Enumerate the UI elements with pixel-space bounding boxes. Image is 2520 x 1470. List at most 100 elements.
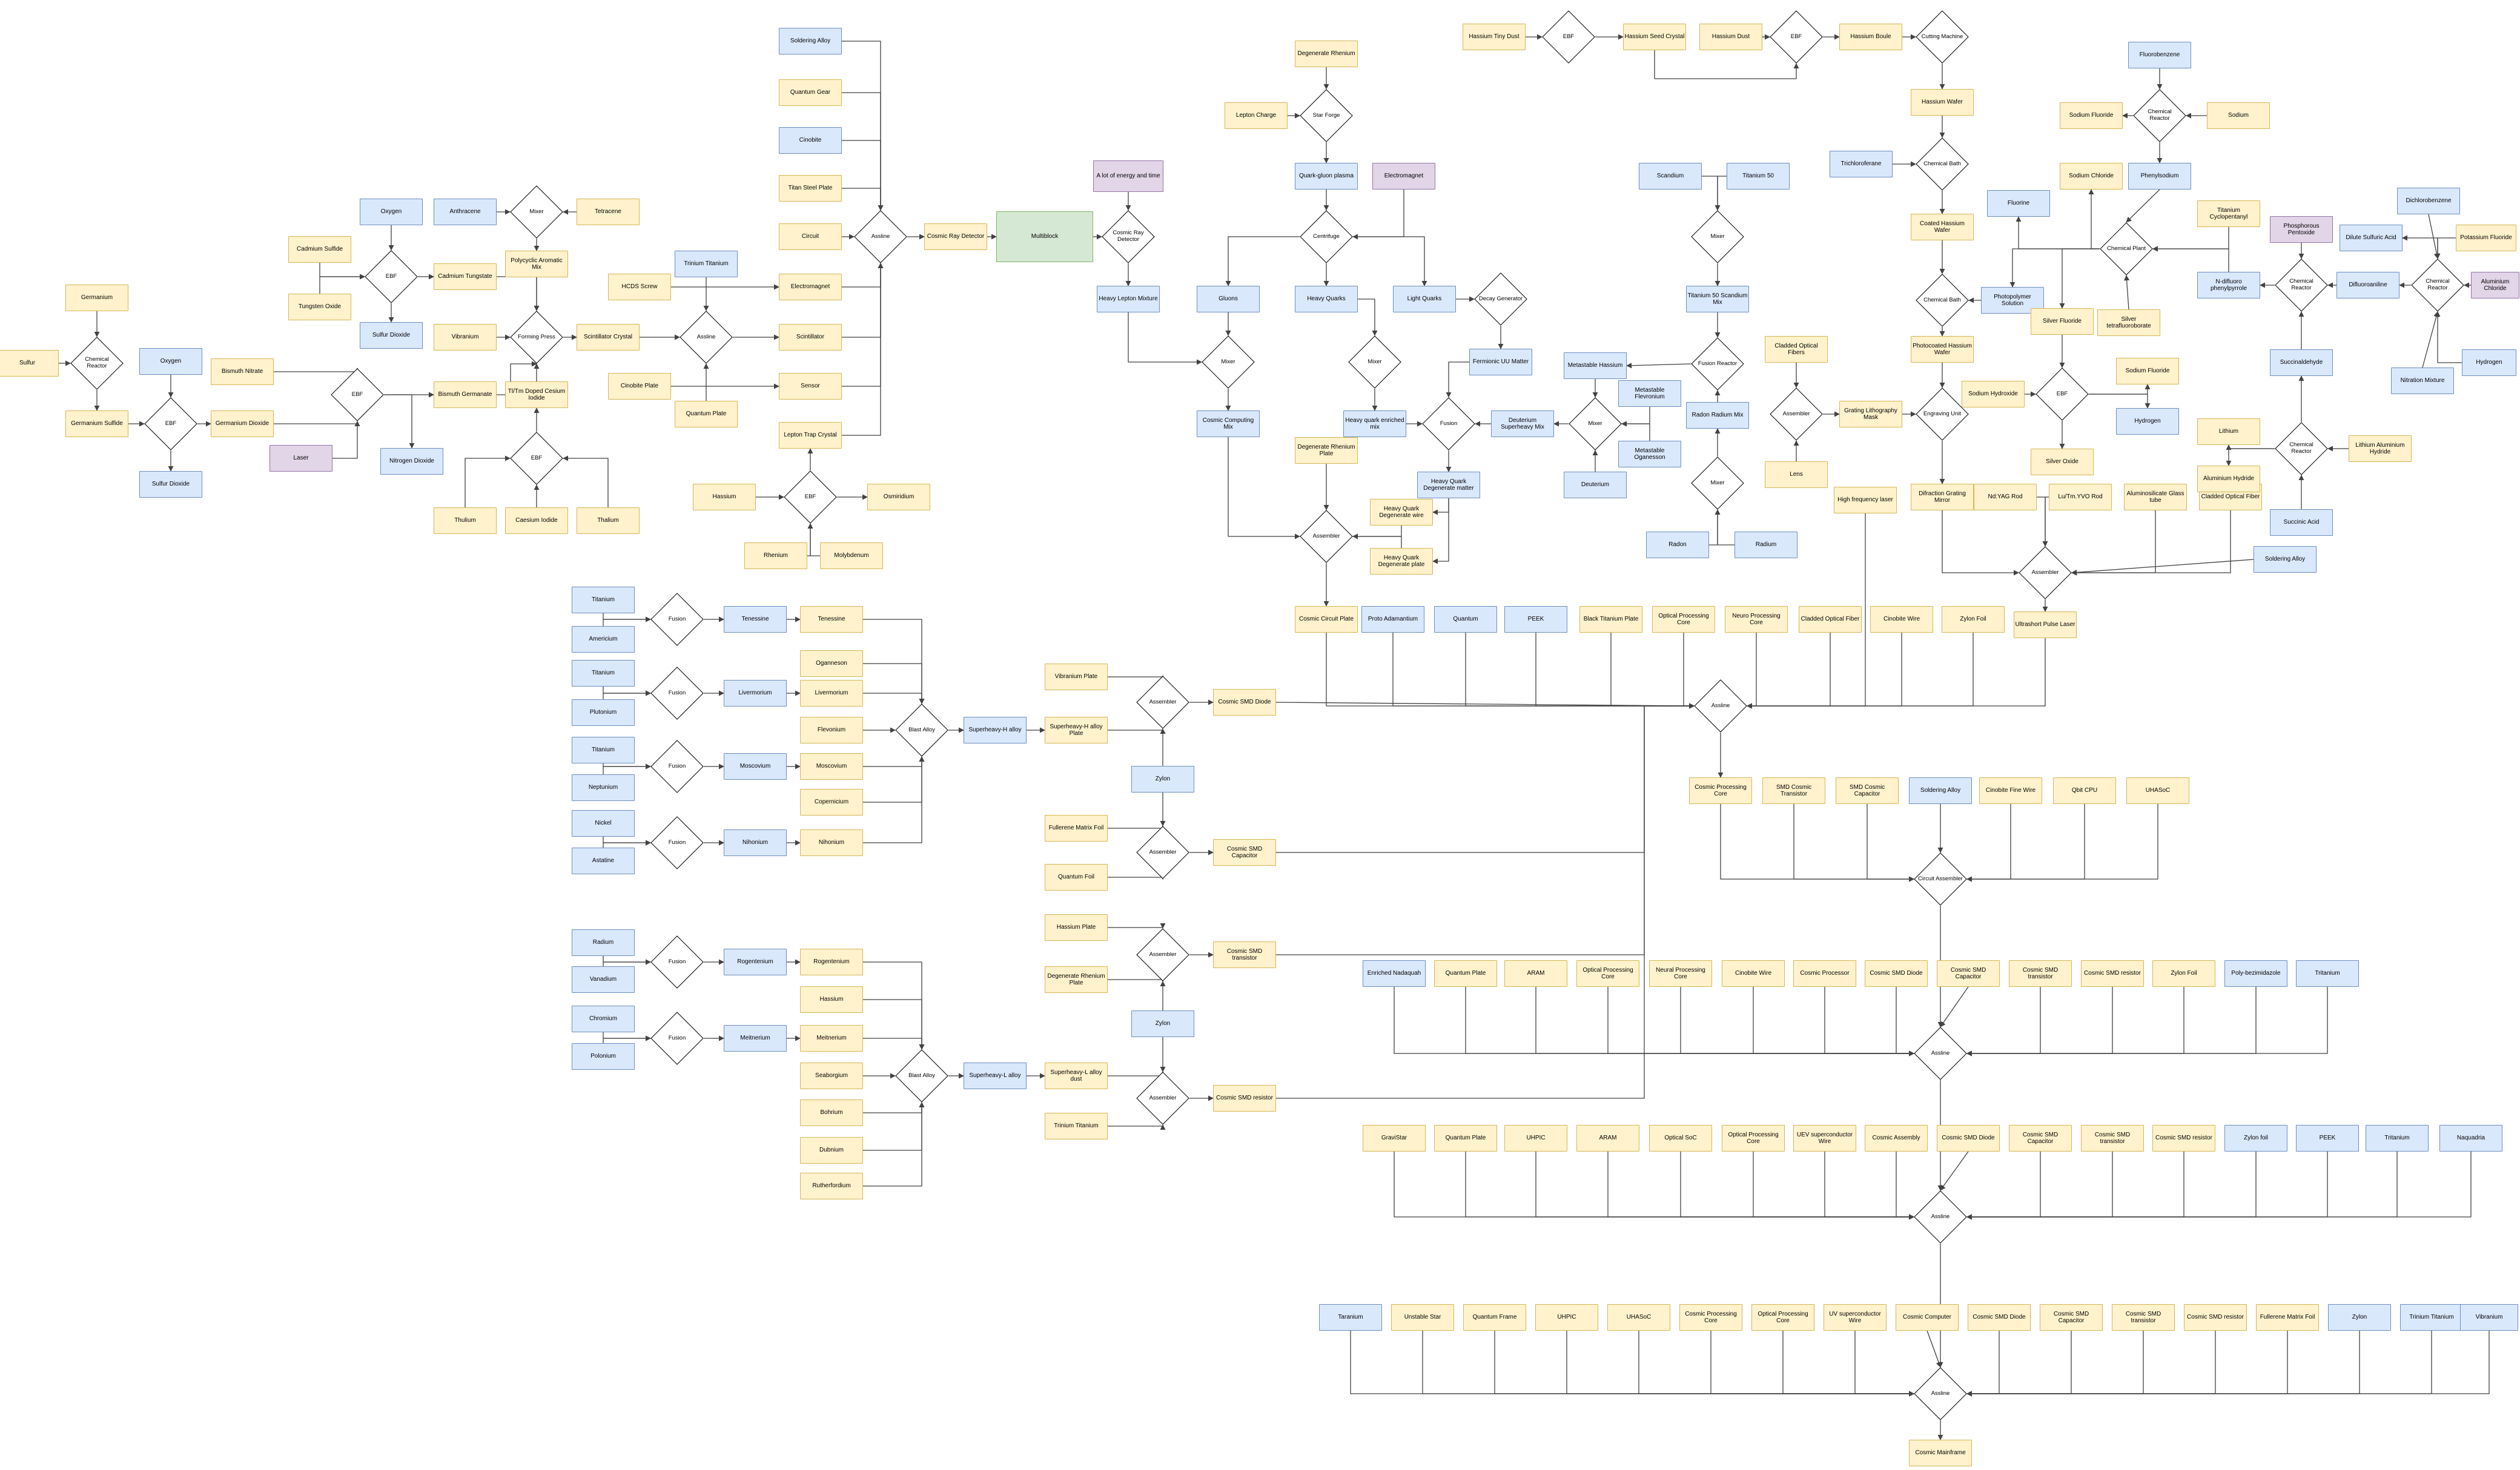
item-vibranium-plate-197[interactable]: Vibranium Plate xyxy=(1045,664,1108,690)
item-sulfur-dioxide-19[interactable]: Sulfur Dioxide xyxy=(360,322,423,349)
process-fusion-169[interactable]: Fusion xyxy=(650,740,704,793)
item-titanium-155[interactable]: Titanium xyxy=(572,587,635,613)
item-cladded-optical-fibers-112[interactable]: Cladded Optical Fibers xyxy=(1765,336,1828,363)
process-assembler-199[interactable]: Assembler xyxy=(1136,676,1189,729)
item-tritanium-246[interactable]: Tritanium xyxy=(2296,960,2359,987)
item-metastable-oganesson-78[interactable]: Metastable Oganesson xyxy=(1618,441,1681,467)
item-silver-tetrafluoroborate-149[interactable]: Silver tetrafluoroborate xyxy=(2097,309,2160,336)
item-enriched-nadaquah-233[interactable]: Enriched Nadaquah xyxy=(1363,960,1426,987)
process-ebf-17[interactable]: EBF xyxy=(365,250,418,303)
process-mixer-21[interactable]: Mixer xyxy=(510,185,563,239)
item-titan-steel-plate-35[interactable]: Titan Steel Plate xyxy=(779,175,842,202)
item-titanium-50-86[interactable]: Titanium 50 xyxy=(1727,163,1790,190)
item-cinobite-wire-238[interactable]: Cinobite Wire xyxy=(1722,960,1785,987)
item-neptunium-168[interactable]: Neptunium xyxy=(572,774,635,801)
item-cladded-optical-fiber-221[interactable]: Cladded Optical Fiber xyxy=(1799,606,1862,633)
item-caesium-iodide-30[interactable]: Caesium Iodide xyxy=(505,507,568,534)
item-smd-cosmic-capacitor-227[interactable]: SMD Cosmic Capacitor xyxy=(1836,777,1899,804)
process-assline-282[interactable]: Assline xyxy=(1914,1367,1967,1420)
item-flevonium-166[interactable]: Flevonium xyxy=(800,717,863,743)
item-potassium-fluoride-138[interactable]: Potassium Fluoride xyxy=(2456,225,2516,251)
item-nickel-173[interactable]: Nickel xyxy=(572,810,635,837)
item-laser-10[interactable]: Laser xyxy=(270,445,332,472)
item-degenerate-rhenium-plate-89[interactable]: Degenerate Rhenium Plate xyxy=(1295,437,1358,464)
item-quantum-plate-234[interactable]: Quantum Plate xyxy=(1434,960,1497,987)
item-peek-261[interactable]: PEEK xyxy=(2296,1125,2359,1152)
item-sodium-hydroxide-154[interactable]: Sodium Hydroxide xyxy=(1962,381,2025,407)
item-lepton-charge-57[interactable]: Lepton Charge xyxy=(1225,102,1288,129)
item-superheavy-l-alloy-dust-211[interactable]: Superheavy-L alloy dust xyxy=(1045,1063,1108,1089)
item-sulfur-dioxide-7[interactable]: Sulfur Dioxide xyxy=(139,471,202,498)
item-quantum-216[interactable]: Quantum xyxy=(1434,606,1497,633)
item-cinobite-fine-wire-229[interactable]: Cinobite Fine Wire xyxy=(1979,777,2042,804)
item-hassium-boule-99[interactable]: Hassium Boule xyxy=(1839,24,1902,50)
item-rogentenium-183[interactable]: Rogentenium xyxy=(724,949,787,975)
item-germanium-3[interactable]: Germanium xyxy=(65,285,128,311)
item-silver-fluoride-148[interactable]: Silver Fluoride xyxy=(2031,308,2094,335)
item-quantum-plate-44[interactable]: Quantum Plate xyxy=(675,401,738,427)
process-assembler-208[interactable]: Assembler xyxy=(1136,928,1189,981)
process-fusion-175[interactable]: Fusion xyxy=(650,816,704,869)
item-cosmic-smd-resistor-277[interactable]: Cosmic SMD resistor xyxy=(2184,1304,2247,1331)
item-coated-hassium-wafer-104[interactable]: Coated Hassium Wafer xyxy=(1911,214,1974,240)
item-hassium-tiny-dust-94[interactable]: Hassium Tiny Dust xyxy=(1463,24,1526,50)
process-assembler-111[interactable]: Assembler xyxy=(1770,387,1823,441)
item-quark-gluon-plasma-59[interactable]: Quark-gluon plasma xyxy=(1295,163,1358,190)
item-aluminium-chloride-139[interactable]: Aluminium Chloride xyxy=(2471,272,2519,298)
item-poly-bezimidazole-245[interactable]: Poly-bezimidazole xyxy=(2224,960,2287,987)
item-germanium-sulfide-4[interactable]: Germanium Sulfide xyxy=(65,410,128,437)
item-zylon-201[interactable]: Zylon xyxy=(1131,766,1194,793)
item-phenylsodium-127[interactable]: Phenylsodium xyxy=(2128,163,2191,190)
process-assembler-92[interactable]: Assembler xyxy=(1300,510,1353,563)
item-sodium-fluoride-125[interactable]: Sodium Fluoride xyxy=(2060,102,2123,129)
item-tetracene-22[interactable]: Tetracene xyxy=(577,199,640,225)
item-lithium-aluminium-hydride-145[interactable]: Lithium Aluminium Hydride xyxy=(2349,435,2412,462)
item-deuterium-superheavy-mix-73[interactable]: Deuterium Superheavy Mix xyxy=(1491,410,1554,437)
item-trichloroferane-103[interactable]: Trichloroferane xyxy=(1830,151,1893,177)
item-tenessine-158[interactable]: Tenessine xyxy=(724,606,787,633)
process-chemical-plant-129[interactable]: Chemical Plant xyxy=(2100,222,2153,275)
item-trinium-titanium-212[interactable]: Trinium Titanium xyxy=(1045,1113,1108,1139)
item-electromagnet-60[interactable]: Electromagnet xyxy=(1372,163,1435,190)
item-aram-251[interactable]: ARAM xyxy=(1576,1125,1639,1152)
process-ebf-98[interactable]: EBF xyxy=(1770,10,1823,64)
item-cinobite-34[interactable]: Cinobite xyxy=(779,127,842,154)
item-nd-yag-rod-115[interactable]: Nd:YAG Rod xyxy=(1974,484,2037,510)
item-cosmic-computing-mix-69[interactable]: Cosmic Computing Mix xyxy=(1197,410,1260,437)
item-aluminosilicate-glass-tube-117[interactable]: Aluminosilicate Glass tube xyxy=(2124,484,2187,510)
item-heavy-quark-degenerate-plate-91[interactable]: Heavy Quark Degenerate plate xyxy=(1370,548,1433,575)
process-ebf-95[interactable]: EBF xyxy=(1542,10,1595,64)
item-tenessine-159[interactable]: Tenessine xyxy=(800,606,863,633)
process-chemical-reactor-132[interactable]: Chemical Reactor xyxy=(2275,259,2328,312)
item-vibranium-25[interactable]: Vibranium xyxy=(434,324,497,351)
item-fluorine-128[interactable]: Fluorine xyxy=(1987,190,2050,217)
item-cosmic-mainframe-283[interactable]: Cosmic Mainframe xyxy=(1909,1440,1972,1466)
item-quantum-foil-203[interactable]: Quantum Foil xyxy=(1045,864,1108,891)
item-cosmic-smd-capacitor-241[interactable]: Cosmic SMD Capacitor xyxy=(1937,960,2000,987)
item-polonium-187[interactable]: Polonium xyxy=(572,1043,635,1070)
item-proto-adamantium-215[interactable]: Proto Adamantium xyxy=(1361,606,1424,633)
item-sodium-chloride-126[interactable]: Sodium Chloride xyxy=(2060,163,2123,190)
item-circuit-36[interactable]: Circuit xyxy=(779,223,842,250)
item-fullerene-matrix-foil-278[interactable]: Fullerene Matrix Foil xyxy=(2256,1304,2319,1331)
item-scintillator-46[interactable]: Scintillator xyxy=(779,324,842,351)
item-cosmic-assembly-255[interactable]: Cosmic Assembly xyxy=(1865,1125,1928,1152)
item-thalium-31[interactable]: Thalium xyxy=(577,507,640,534)
item-radon-83[interactable]: Radon xyxy=(1646,532,1709,558)
process-cosmic-ray-detector-55[interactable]: Cosmic Ray Detector xyxy=(1102,210,1155,263)
item-photocoated-hassium-wafer-107[interactable]: Photocoated Hassium Wafer xyxy=(1911,336,1974,363)
item-hassium-185[interactable]: Hassium xyxy=(800,986,863,1013)
process-chemical-reactor-136[interactable]: Chemical Reactor xyxy=(2411,259,2464,312)
process-ebf-50[interactable]: EBF xyxy=(784,470,837,524)
item-high-frequency-laser-114[interactable]: High frequency laser xyxy=(1834,487,1897,513)
item-soldering-alloy-120[interactable]: Soldering Alloy xyxy=(2254,546,2317,573)
item-copernicium-172[interactable]: Copernicium xyxy=(800,789,863,816)
process-chemical-reactor-123[interactable]: Chemical Reactor xyxy=(2133,89,2186,142)
item-uhasoc-231[interactable]: UHASoC xyxy=(2126,777,2189,804)
item-succinaldehyde-142[interactable]: Succinaldehyde xyxy=(2270,349,2333,376)
item-quantum-frame-267[interactable]: Quantum Frame xyxy=(1463,1304,1526,1331)
item-cadmium-sulfide-15[interactable]: Cadmium Sulfide xyxy=(288,236,351,263)
item-succinic-acid-147[interactable]: Succinic Acid xyxy=(2270,509,2333,536)
item-meitnerium-189[interactable]: Meitnerium xyxy=(724,1025,787,1052)
item-degenerate-rhenium-56[interactable]: Degenerate Rhenium xyxy=(1295,41,1358,67)
